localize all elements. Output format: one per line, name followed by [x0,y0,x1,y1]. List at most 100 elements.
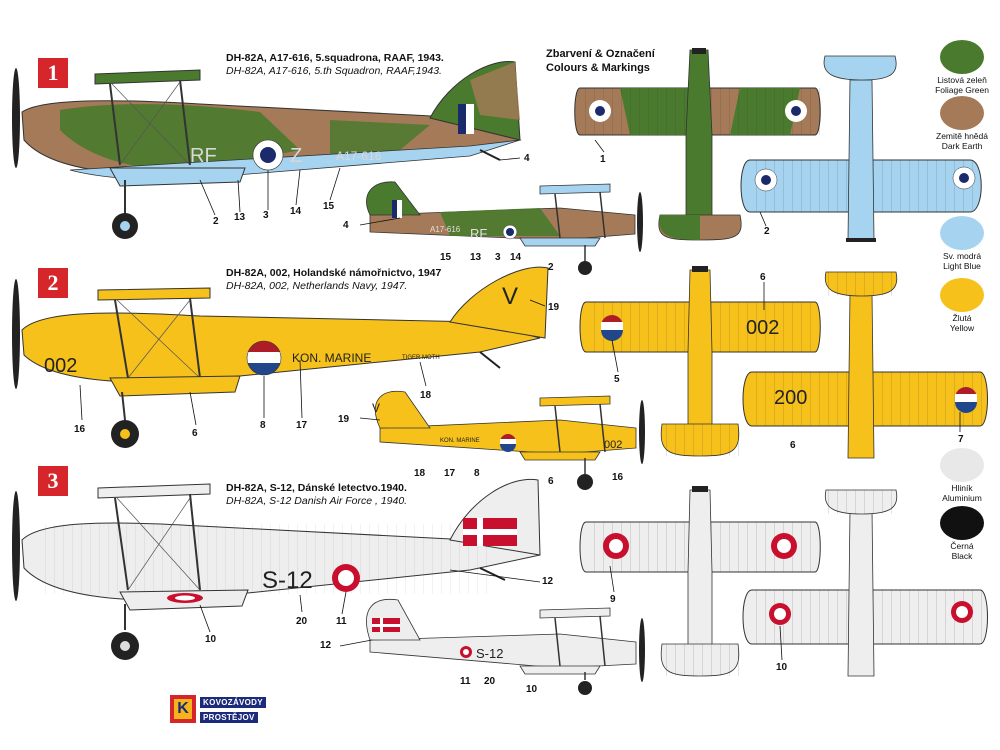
callout-10c: 10 [776,662,788,673]
aircraft-3-side-view-small [366,598,645,695]
swatch-label-yellow: Žlutá Yellow [926,313,998,333]
callout-19b: 19 [338,414,350,425]
swatch-name-cz: Žlutá [952,313,972,323]
scheme-2-title-cz: DH-82A, 002, Holandské námořnictvo, 1947 [226,267,442,279]
swatch-name-cz: Černá [950,541,974,551]
swatch-name-cz: Listová zeleň [937,75,987,85]
callout-3b: 3 [495,252,501,263]
swatch-name-en: Light Blue [943,260,981,271]
swatch-name-cz: Sv. modrá [942,251,982,261]
aircraft-1-letter: Z [290,145,302,167]
aircraft-1-serial: A17-616 [336,149,382,163]
callout-17b: 17 [444,468,456,479]
aircraft-2-small-kon-marine: KON. MARINE [440,438,480,444]
scheme-3-title-cz: DH-82A, S-12, Dánské letectvo.1940. [226,482,407,494]
company-logo: K [170,695,196,723]
swatch-label-foliage-green: Listová zeleň Foliage Green [926,75,998,95]
aircraft-3-side-view [12,478,541,660]
aircraft-2-letter: V [502,283,518,310]
scheme-1-title-cz: DH-82A, A17-616, 5.squadrona, RAAF, 1943… [226,52,444,64]
swatch-foliage-green [940,40,984,74]
swatch-name-en: Yellow [949,322,975,333]
company-name-line1: KOVOZÁVODY [200,697,266,708]
aircraft-1-small-serial: A17-616 [430,225,461,234]
aircraft-1-side-view [12,61,522,239]
aircraft-3-small-code: S-12 [476,646,503,661]
swatch-yellow [940,278,984,312]
aircraft-2-bottom-wing-code: 200 [774,387,807,409]
callout-leader-lines [79,139,961,661]
scheme-badge-1: 1 [38,58,68,88]
callout-2c: 2 [764,226,770,237]
aircraft-1-small-code: RF [470,226,487,241]
callout-18b: 18 [414,468,426,479]
aircraft-2-top-view [579,266,821,457]
aircraft-2-small-letter: V [372,401,380,415]
aircraft-1-bottom-view [740,55,982,242]
callout-15b: 15 [440,252,452,263]
scheme-2-title-en: DH-82A, 002, Netherlands Navy, 1947. [226,280,408,292]
callout-8: 8 [260,420,266,431]
swatch-name-en: Aluminium [942,492,982,503]
scheme-1-title-en: DH-82A, A17-616, 5.th Squadron, RAAF,194… [226,65,442,77]
callout-6c: 6 [760,272,766,283]
callout-19: 19 [548,302,560,313]
aircraft-2-small-code: 002 [604,439,622,451]
aircraft-3-top-view [579,486,821,677]
company-name-line2: PROSTĚJOV [200,712,258,723]
callout-20: 20 [296,616,308,627]
swatch-name-en: Foliage Green [935,84,989,95]
callout-9: 9 [610,594,616,605]
callout-2b: 2 [548,262,554,273]
callout-6d: 6 [790,440,796,451]
scheme-badge-3: 3 [38,466,68,496]
callout-3: 3 [263,210,269,221]
callout-14: 14 [290,206,302,217]
callout-18: 18 [420,390,432,401]
swatch-label-light-blue: Sv. modrá Light Blue [926,251,998,271]
callout-14b: 14 [510,252,522,263]
aircraft-1-code: RF [190,145,217,167]
callout-1: 1 [600,154,606,165]
callout-4: 4 [524,153,530,164]
callout-10: 10 [205,634,217,645]
swatch-name-cz: Zemitě hnědá [936,131,988,141]
callout-8b: 8 [474,468,480,479]
aircraft-2-tiger-moth: TIGER MOTH [402,355,440,361]
scheme-3-title-en: DH-82A, S-12 Danish Air Force , 1940. [226,495,408,507]
aircraft-2-code: 002 [44,355,77,377]
callout-6b: 6 [548,476,554,487]
callout-13b: 13 [470,252,482,263]
callout-11b: 11 [460,676,471,687]
swatch-label-dark-earth: Zemitě hnědá Dark Earth [926,131,998,151]
swatch-name-en: Dark Earth [941,140,983,151]
callout-4b: 4 [343,220,349,231]
aircraft-1-side-view-small [366,181,643,275]
company-logo-letter: K [174,699,192,719]
aircraft-3-bottom-view [742,489,988,677]
scheme-badge-2: 2 [38,268,68,298]
swatch-label-aluminium: Hliník Aluminium [926,483,998,503]
swatch-black [940,506,984,540]
callout-16: 16 [74,424,86,435]
swatch-light-blue [940,216,984,250]
callout-2: 2 [213,216,219,227]
colours-header-en: Colours & Markings [546,62,650,74]
swatch-name-en: Black [951,550,973,561]
callout-7: 7 [958,434,964,445]
aircraft-3-code: S-12 [262,567,313,594]
callout-16b: 16 [612,472,624,483]
swatch-dark-earth [940,96,984,130]
callout-5: 5 [614,374,620,385]
aircraft-2-bottom-view [742,271,988,459]
colours-header-cz: Zbarvení & Označení [546,48,655,60]
callout-17: 17 [296,420,308,431]
aircraft-2-wing-code: 002 [746,317,779,339]
aircraft-2-kon-marine: KON. MARINE [292,351,371,365]
callout-12: 12 [542,576,554,587]
callout-20b: 20 [484,676,496,687]
swatch-aluminium [940,448,984,482]
callout-6: 6 [192,428,198,439]
aircraft-1-top-view [574,48,821,241]
